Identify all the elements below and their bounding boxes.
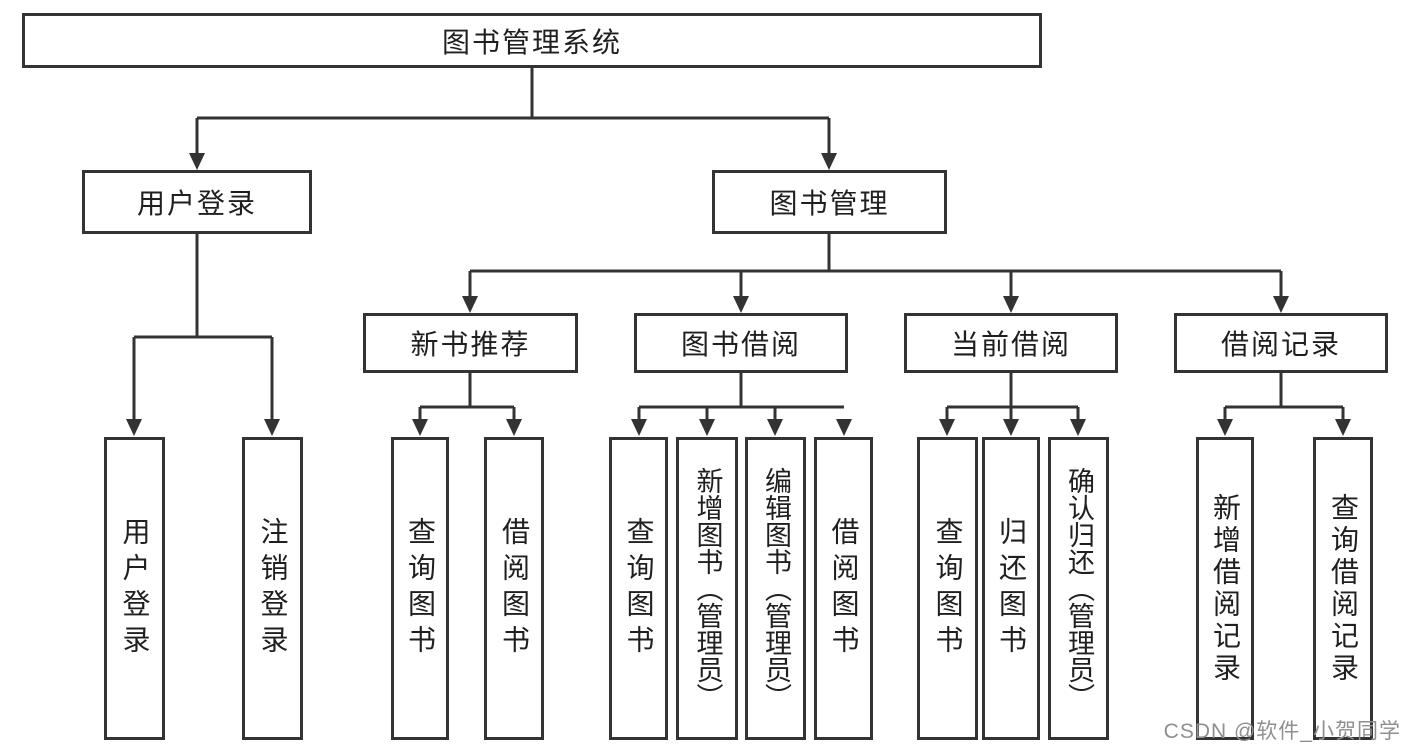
node-library-management-system: 图书管理系统 [22,13,1042,68]
leaf-confirm-return-admin: 确认归还（管理员） [1048,437,1109,740]
leaf-add-books-admin: 新增图书（管理员） [676,437,738,740]
leaf-edit-books-admin: 编辑图书（管理员） [745,437,806,740]
leaf-query-books-recommend: 查询图书 [391,437,449,740]
arrowhead-icons [126,153,1351,436]
leaf-logout: 注销登录 [242,437,303,740]
leaf-add-borrow-record: 新增借阅记录 [1196,437,1254,740]
leaf-query-books-borrowing: 查询图书 [609,437,668,740]
node-book-borrowing: 图书借阅 [634,313,848,373]
leaf-user-login: 用户登录 [104,437,165,740]
node-current-borrowing: 当前借阅 [904,313,1118,373]
csdn-watermark: CSDN @软件_小贺同学 [1163,720,1401,743]
node-user-login-branch: 用户登录 [82,170,312,234]
node-borrowing-records: 借阅记录 [1174,313,1388,373]
leaf-return-books: 归还图书 [982,437,1040,740]
node-book-management-branch: 图书管理 [712,170,947,234]
leaf-borrow-books-recommend: 借阅图书 [484,437,544,740]
node-new-book-recommendation: 新书推荐 [363,313,578,373]
leaf-query-books-current: 查询图书 [917,437,978,740]
leaf-query-borrow-record: 查询借阅记录 [1313,437,1373,740]
leaf-borrow-books-borrowing: 借阅图书 [814,437,873,740]
